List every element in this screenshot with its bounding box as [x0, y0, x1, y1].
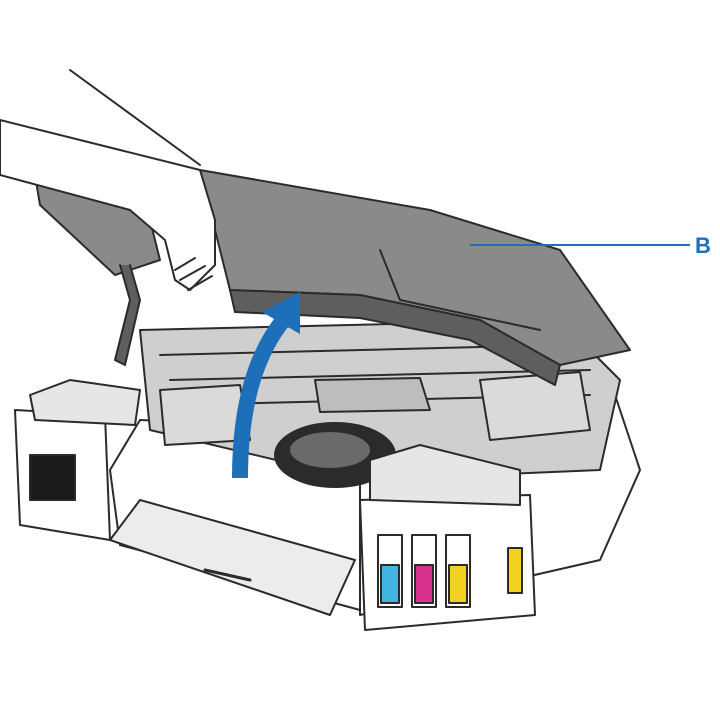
- interior-panel-right: [479, 371, 591, 441]
- print-head-highlight: [290, 432, 370, 468]
- lift-arrow: [232, 292, 300, 479]
- cyan-ink-window: [380, 564, 400, 604]
- black-tank-cap: [29, 379, 141, 426]
- scanner-inner-edge: [379, 249, 541, 331]
- paper-output-tray: [109, 499, 356, 616]
- tray-handle: [203, 568, 252, 582]
- color-ink-windows: [377, 534, 471, 608]
- interior-panel-left: [159, 384, 251, 446]
- callout-label-b: B: [695, 233, 711, 258]
- interior-rail-2: [169, 369, 591, 381]
- color-tanks-cap: [369, 444, 521, 506]
- magenta-ink-window: [414, 564, 434, 604]
- lift-arrow-shaft: [232, 312, 292, 479]
- hand-and-arm: [0, 119, 216, 291]
- lift-arrow-head: [262, 292, 300, 334]
- side-ink-window: [507, 547, 523, 594]
- cover-hinge-arm: [114, 264, 141, 366]
- arm-line: [69, 69, 201, 166]
- black-ink-window: [29, 454, 76, 501]
- finger-lines: [174, 257, 213, 291]
- carriage-bracket: [314, 377, 431, 413]
- yellow-ink-window: [448, 564, 468, 604]
